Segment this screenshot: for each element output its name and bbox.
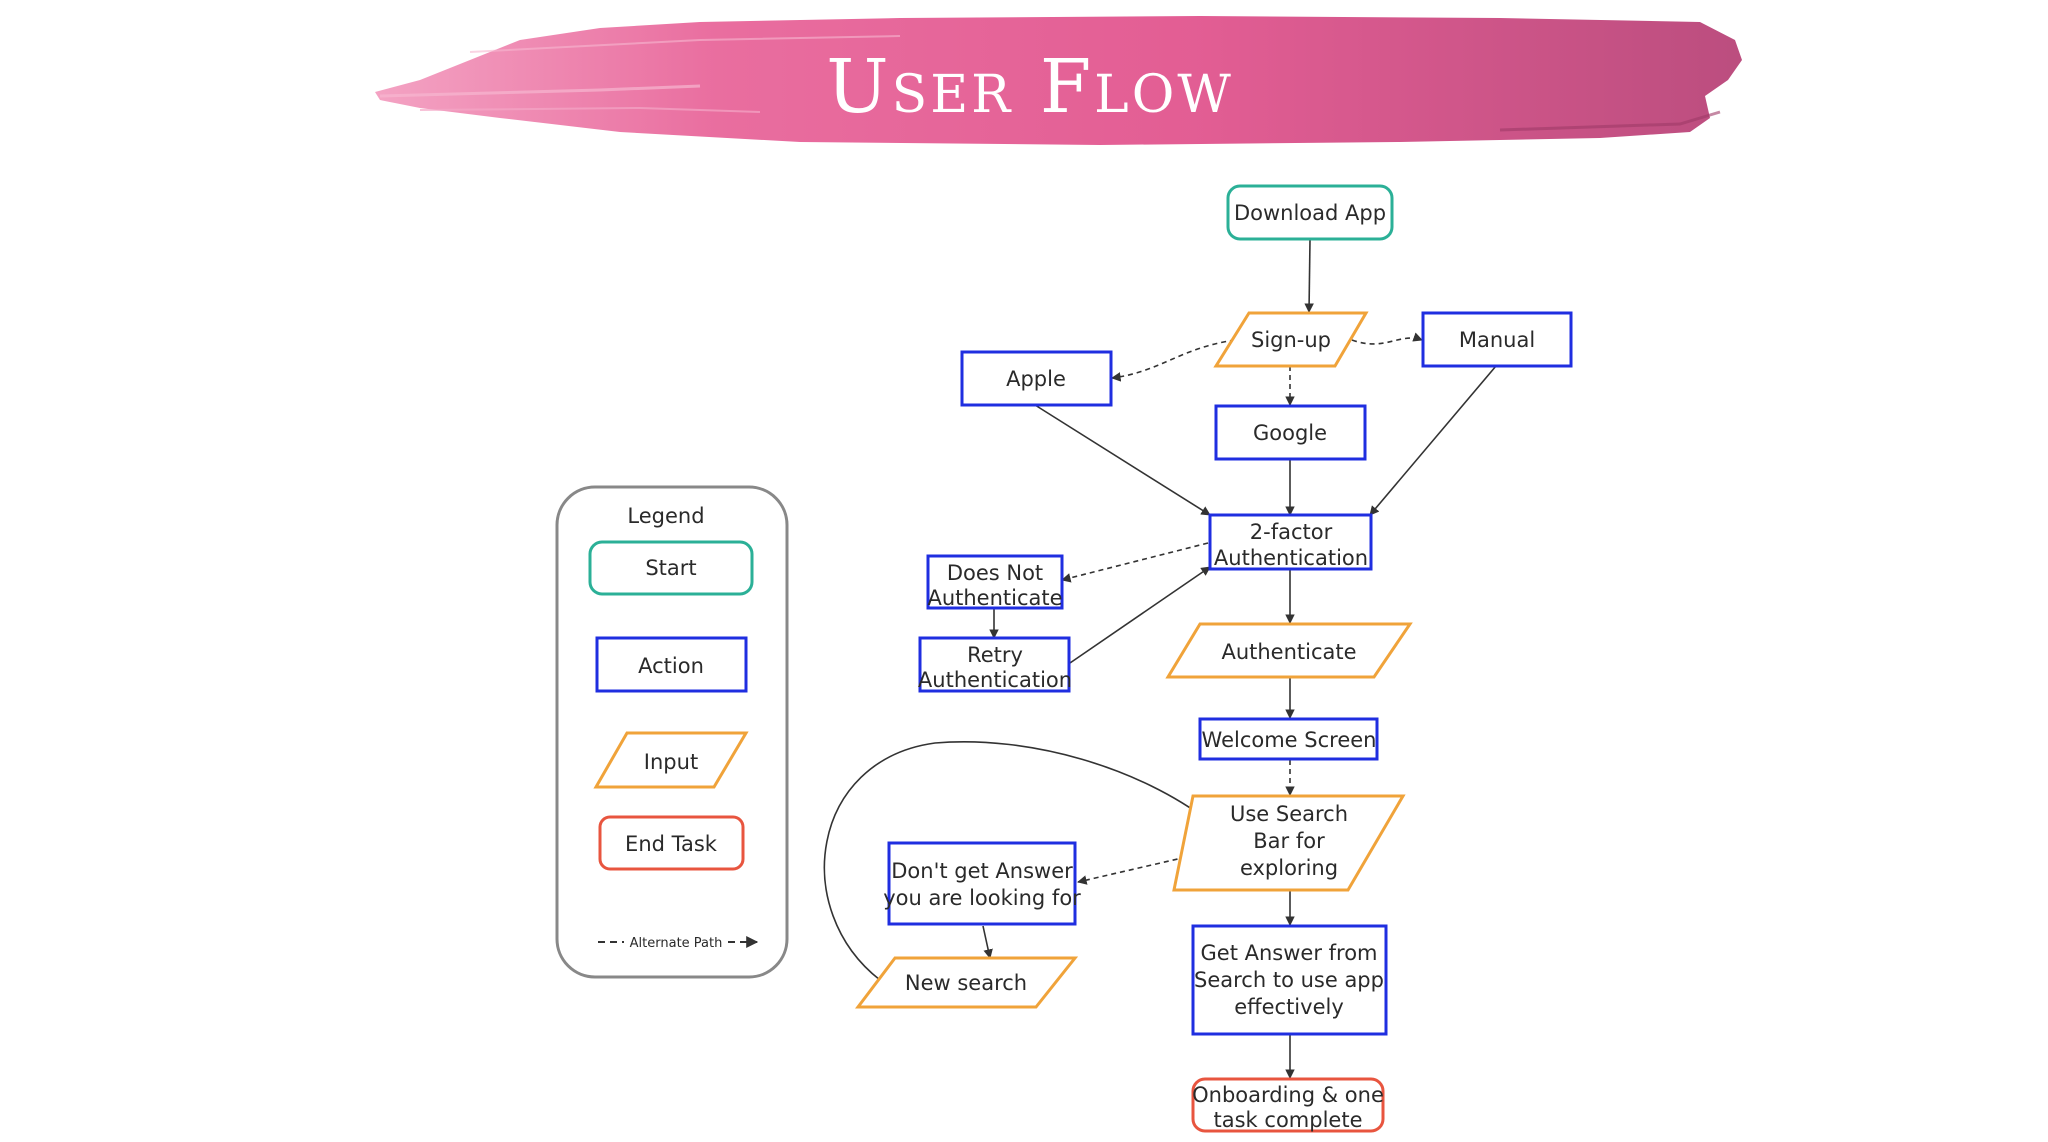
legend: Legend Start Action Input End Task Alter… bbox=[555, 485, 789, 979]
node-signup-shape bbox=[1213, 311, 1369, 368]
node-dont-get-answer-line1: Don't get Answer bbox=[891, 859, 1073, 883]
node-apple: Apple bbox=[1006, 367, 1066, 391]
legend-end-label: End Task bbox=[625, 832, 718, 856]
legend-box bbox=[555, 485, 789, 979]
node-download-app-shape bbox=[1226, 184, 1394, 241]
node-manual-shape bbox=[1421, 311, 1573, 368]
node-get-answer-line2: Search to use app bbox=[1194, 968, 1384, 992]
connector-retry-2fa bbox=[1069, 566, 1211, 664]
node-does-not-auth-shape bbox=[926, 554, 1064, 610]
legend-title: Legend bbox=[627, 504, 704, 528]
page-title: User Flow bbox=[826, 44, 1234, 130]
node-retry-auth-line1: Retry bbox=[967, 643, 1023, 667]
legend-action-label: Action bbox=[638, 654, 704, 678]
node-use-search-line3: exploring bbox=[1240, 856, 1338, 880]
connector-manual-2fa bbox=[1369, 365, 1497, 516]
node-manual: Manual bbox=[1459, 328, 1535, 352]
connectors bbox=[823, 239, 1497, 1079]
connector-signup-manual bbox=[1351, 332, 1423, 345]
connector-2fa-doesnotauth bbox=[1061, 542, 1209, 583]
node-does-not-auth-line2: Authenticate bbox=[927, 586, 1062, 610]
node-authenticate: Authenticate bbox=[1221, 640, 1356, 664]
node-get-answer-line1: Get Answer from bbox=[1201, 941, 1378, 965]
node-download-app: Download App bbox=[1234, 201, 1386, 225]
node-signup: Sign-up bbox=[1251, 328, 1331, 352]
title-banner: User Flow bbox=[375, 16, 1742, 145]
node-retry-auth-shape bbox=[918, 636, 1071, 693]
nodes: Download App Sign-up Apple Manual Google… bbox=[854, 184, 1573, 1133]
connector-newsearch-search bbox=[823, 741, 1211, 981]
legend-input-shape bbox=[593, 731, 749, 789]
legend-start-shape bbox=[588, 540, 754, 596]
node-dont-get-answer-line2: you are looking for bbox=[883, 886, 1081, 910]
node-onboarding-line2: task complete bbox=[1214, 1108, 1363, 1132]
node-onboarding-shape bbox=[1191, 1077, 1385, 1133]
connector-search-dontget bbox=[1077, 854, 1196, 885]
connector-dontget-newsearch bbox=[982, 925, 993, 959]
node-retry-auth-line2: Authentication bbox=[918, 668, 1072, 692]
connector-signup-apple bbox=[1111, 339, 1236, 382]
node-two-factor-line2: Authentication bbox=[1214, 546, 1368, 570]
node-google: Google bbox=[1253, 421, 1327, 445]
connector-apple-2fa bbox=[1034, 404, 1211, 516]
legend-action-shape bbox=[595, 636, 748, 693]
node-new-search-shape bbox=[854, 956, 1079, 1009]
node-use-search-shape bbox=[1172, 794, 1406, 892]
node-two-factor-line1: 2-factor bbox=[1250, 520, 1333, 544]
node-google-shape bbox=[1214, 404, 1367, 461]
node-dont-get-answer-shape bbox=[887, 841, 1077, 926]
legend-end-shape bbox=[598, 815, 745, 871]
node-use-search-line1: Use Search bbox=[1230, 802, 1348, 826]
node-onboarding-line1: Onboarding & one bbox=[1192, 1083, 1384, 1107]
node-use-search-line2: Bar for bbox=[1253, 829, 1325, 853]
node-get-answer-shape bbox=[1191, 924, 1388, 1036]
legend-input-label: Input bbox=[644, 750, 698, 774]
node-does-not-auth-line1: Does Not bbox=[947, 561, 1043, 585]
node-two-factor-shape bbox=[1208, 513, 1373, 571]
legend-start-label: Start bbox=[645, 556, 696, 580]
node-new-search: New search bbox=[905, 971, 1027, 995]
node-authenticate-shape bbox=[1165, 622, 1413, 679]
legend-alternate-label: Alternate Path bbox=[630, 936, 723, 951]
node-get-answer-line3: effectively bbox=[1234, 995, 1344, 1019]
connector-download-signup bbox=[1304, 239, 1314, 313]
node-apple-shape bbox=[960, 350, 1113, 407]
node-welcome-shape bbox=[1198, 717, 1379, 761]
node-welcome: Welcome Screen bbox=[1202, 728, 1377, 752]
